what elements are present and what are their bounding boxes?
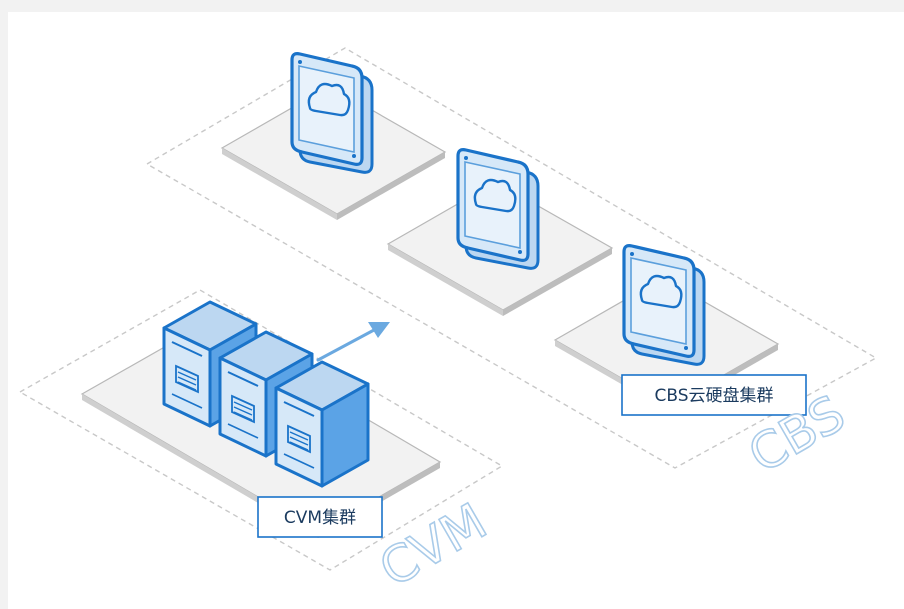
cvm-cluster-label-text: CVM集群 — [284, 508, 356, 528]
cloud-disk-icon — [290, 51, 374, 174]
cloud-disk-icon — [622, 244, 706, 366]
arrow-icon — [316, 322, 390, 362]
cvm-zone-outline — [18, 289, 504, 571]
cvm-zone-text: CVM — [370, 492, 496, 598]
server-icon — [274, 360, 370, 488]
cbs-cluster-label: CBS云硬盘集群 — [621, 374, 807, 416]
cvm-cluster-label: CVM集群 — [257, 496, 383, 538]
cbs-cluster-label-text: CBS云硬盘集群 — [654, 386, 773, 406]
cloud-disk-icon — [456, 148, 540, 270]
diagram-card — [8, 12, 904, 609]
